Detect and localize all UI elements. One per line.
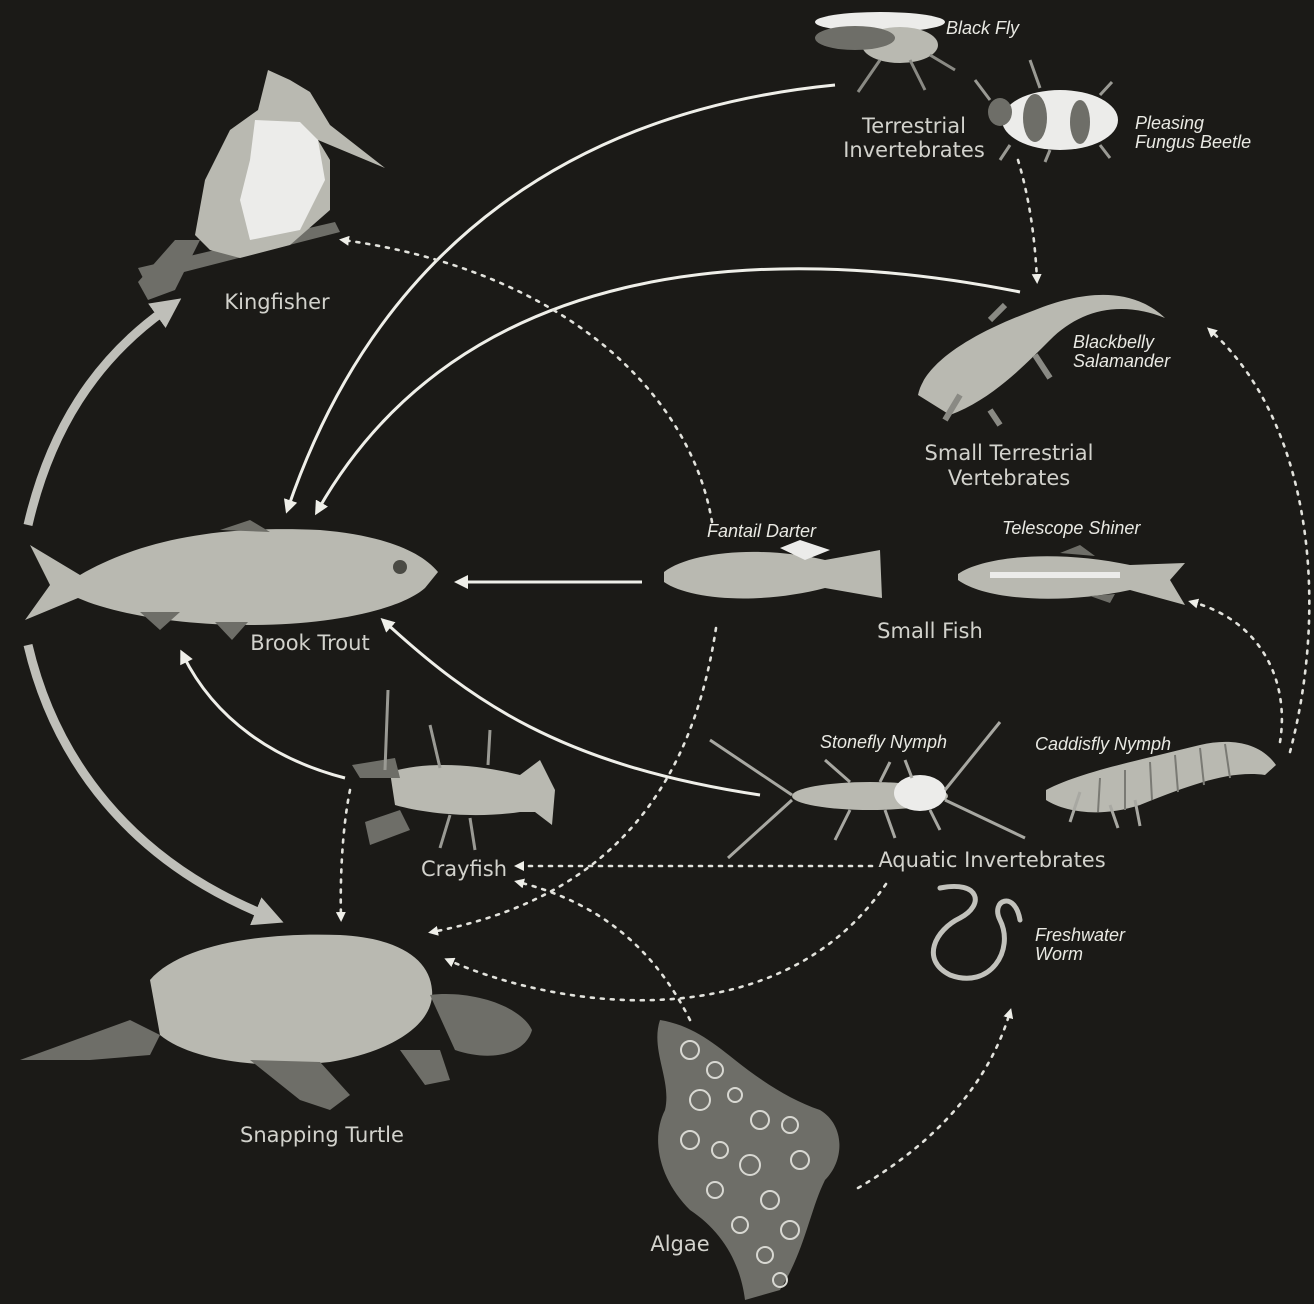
arrow-crayfish-to-turtle [341, 790, 350, 918]
label-terrestrial-invertebrates-line1: Terrestrial [861, 114, 966, 138]
label-blackbelly-salamander-line1: Blackbelly [1073, 332, 1155, 352]
kingfisher-illustration [138, 70, 385, 300]
arrow-caddisfly-to-shiner [1192, 602, 1282, 742]
arrow-trout-to-turtle [28, 645, 265, 915]
arrow-algae-to-worm [858, 1012, 1010, 1188]
arrow-caddisfly-to-salamander [1210, 330, 1309, 752]
label-snapping-turtle: Snapping Turtle [240, 1123, 404, 1147]
label-blackbelly-salamander-line2: Salamander [1073, 351, 1171, 371]
label-fantail-darter: Fantail Darter [707, 521, 817, 541]
snapping-turtle-illustration [20, 935, 532, 1110]
arrow-trout-to-kingfisher [28, 310, 165, 525]
label-freshwater-worm-line1: Freshwater [1035, 925, 1126, 945]
arrow-beetle-to-salamander [1018, 160, 1037, 280]
label-telescope-shiner: Telescope Shiner [1002, 518, 1141, 538]
label-small-fish: Small Fish [877, 619, 983, 643]
telescope-shiner-illustration [958, 545, 1185, 605]
label-pleasing-fungus-beetle-line2: Fungus Beetle [1135, 132, 1251, 152]
label-small-terrestrial-vertebrates-line2: Vertebrates [948, 466, 1070, 490]
fantail-darter-illustration [664, 540, 882, 598]
label-crayfish: Crayfish [421, 857, 507, 881]
label-pleasing-fungus-beetle-line1: Pleasing [1135, 113, 1204, 133]
label-black-fly: Black Fly [946, 18, 1020, 38]
freshwater-worm-illustration [933, 886, 1020, 978]
beetle-illustration [975, 60, 1118, 162]
label-small-terrestrial-vertebrates-line1: Small Terrestrial [925, 441, 1094, 465]
algae-illustration [657, 1020, 839, 1300]
label-kingfisher: Kingfisher [224, 290, 330, 314]
caddisfly-nymph-illustration [1046, 742, 1276, 828]
label-stonefly-nymph: Stonefly Nymph [820, 732, 947, 752]
label-caddisfly-nymph: Caddisfly Nymph [1035, 734, 1171, 754]
label-terrestrial-invertebrates-line2: Invertebrates [843, 138, 985, 162]
arrow-salamander-to-trout [318, 269, 1020, 510]
label-aquatic-invertebrates: Aquatic Invertebrates [878, 848, 1105, 872]
crayfish-illustration [352, 690, 555, 850]
brook-trout-illustration [25, 520, 438, 640]
arrow-blackfly-to-trout [288, 85, 835, 508]
label-brook-trout: Brook Trout [250, 631, 369, 655]
label-algae: Algae [650, 1232, 709, 1256]
black-fly-illustration [815, 12, 955, 92]
label-freshwater-worm-line2: Worm [1035, 944, 1083, 964]
arrow-crayfish-to-trout [183, 655, 345, 778]
